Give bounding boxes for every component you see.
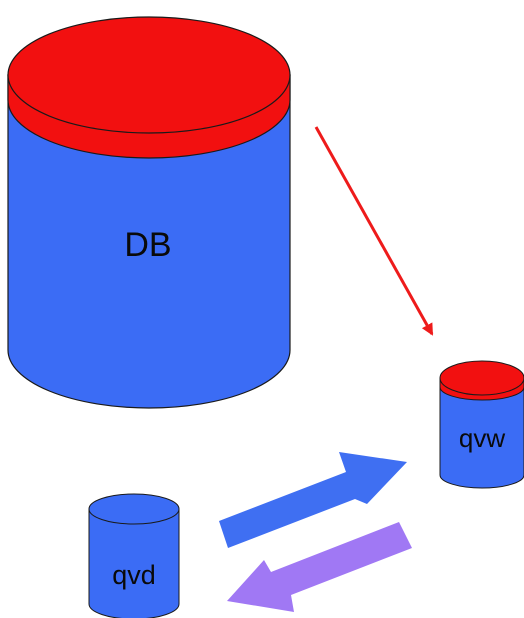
qvd-to-qvw-arrow (219, 452, 407, 548)
qvd-cylinder: qvd (88, 493, 180, 618)
qvw-to-qvd-arrow (227, 522, 412, 612)
db-to-qvw-arrow (314, 126, 434, 336)
qvd-cylinder-body (88, 508, 180, 618)
qvw-cylinder-body (439, 377, 524, 489)
qvd-cylinder-top (88, 493, 180, 525)
db-cylinder-top (7, 16, 291, 134)
db-label: DB (124, 226, 171, 264)
db-cylinder-body (7, 74, 291, 409)
qvw-label: qvw (459, 423, 505, 453)
qvw-cylinder-top (439, 360, 524, 396)
qvd-label: qvd (112, 560, 156, 590)
qvw-cylinder: qvw (439, 360, 524, 489)
db-cylinder: DB (7, 16, 291, 409)
